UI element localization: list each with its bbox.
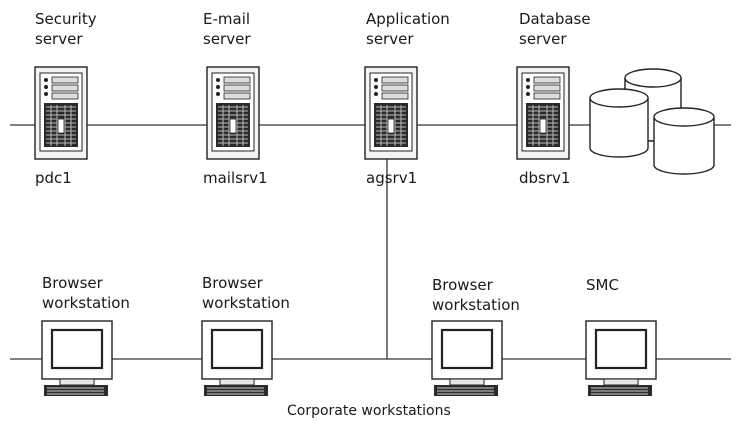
server-label: E-mail server xyxy=(203,9,250,49)
workstation-label: Browser workstation xyxy=(202,273,290,313)
server-label-line1: E-mail xyxy=(203,10,251,28)
server-label-line1: Application xyxy=(366,10,450,28)
server-label-line2: server xyxy=(35,30,83,48)
workstation-label-line1: SMC xyxy=(586,276,619,294)
workstation-label-line2: workstation xyxy=(202,294,290,312)
server-label-line2: server xyxy=(519,30,567,48)
workstation-label-line2: workstation xyxy=(432,296,520,314)
server-label: Security server xyxy=(35,9,97,49)
server-label-line1: Database xyxy=(519,10,591,28)
workstation-label-line1: Browser xyxy=(42,274,103,292)
server-label-line2: server xyxy=(366,30,414,48)
server-tower-icon xyxy=(364,66,418,160)
server-hostname: dbsrv1 xyxy=(519,169,571,187)
server-hostname: agsrv1 xyxy=(366,169,418,187)
workstation-label-line2: workstation xyxy=(42,294,130,312)
server-tower-icon xyxy=(206,66,260,160)
server-label: Application server xyxy=(366,9,450,49)
workstation-label: Browser workstation xyxy=(42,273,130,313)
computer-monitor-icon xyxy=(40,319,114,398)
workstations-group-label: Corporate workstations xyxy=(287,403,451,419)
computer-monitor-icon xyxy=(200,319,274,398)
workstation-label: SMC xyxy=(586,275,619,295)
server-hostname: pdc1 xyxy=(35,169,72,187)
workstation-label: Browser workstation xyxy=(432,275,520,315)
server-label: Database server xyxy=(519,9,591,49)
computer-monitor-icon xyxy=(430,319,504,398)
computer-monitor-icon xyxy=(584,319,658,398)
workstation-label-line1: Browser xyxy=(432,276,493,294)
server-tower-icon xyxy=(34,66,88,160)
server-label-line2: server xyxy=(203,30,251,48)
database-cylinders-icon xyxy=(589,68,715,175)
server-hostname: mailsrv1 xyxy=(203,169,268,187)
server-label-line1: Security xyxy=(35,10,97,28)
workstation-label-line1: Browser xyxy=(202,274,263,292)
server-tower-icon xyxy=(516,66,570,160)
